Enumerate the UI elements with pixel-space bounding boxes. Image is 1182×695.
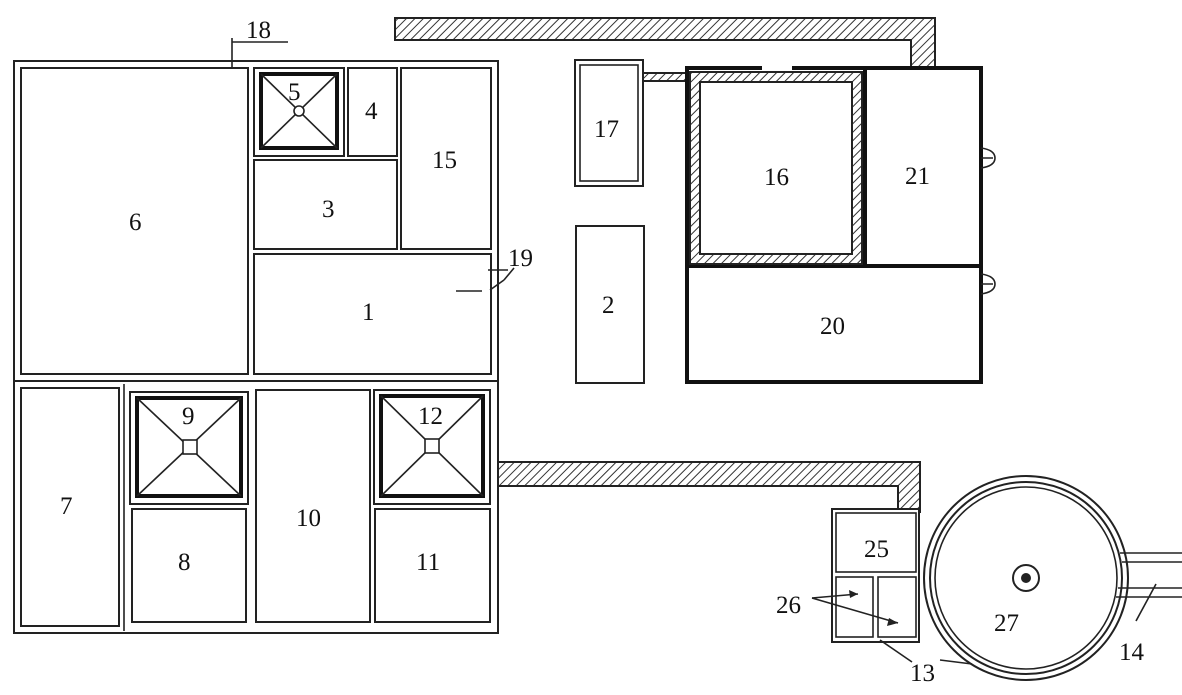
label-15: 15 bbox=[432, 147, 457, 174]
label-26: 26 bbox=[776, 592, 801, 619]
door-21 bbox=[980, 147, 996, 169]
label-2: 2 bbox=[602, 292, 615, 319]
label-11: 11 bbox=[416, 549, 440, 576]
label-16: 16 bbox=[764, 164, 789, 191]
unit-26-a bbox=[835, 576, 874, 638]
label-1: 1 bbox=[362, 299, 375, 326]
unit-16-hatched-wall bbox=[689, 71, 863, 265]
unit-26-b bbox=[877, 576, 917, 638]
unit-10 bbox=[255, 389, 371, 623]
label-3: 3 bbox=[322, 196, 335, 223]
unit-6 bbox=[20, 67, 249, 375]
pipe-17-connector bbox=[642, 72, 690, 82]
label-9: 9 bbox=[182, 403, 195, 430]
label-5: 5 bbox=[288, 79, 301, 106]
marker-14-line bbox=[1135, 583, 1157, 622]
building-16-20-21 bbox=[685, 62, 996, 384]
unit-27-clarifier bbox=[923, 475, 1182, 681]
label-14: 14 bbox=[1119, 639, 1145, 666]
label-25: 25 bbox=[864, 536, 889, 563]
label-21: 21 bbox=[905, 163, 930, 190]
label-27: 27 bbox=[994, 610, 1019, 637]
unit-2 bbox=[575, 225, 645, 384]
building-outer-wall bbox=[685, 66, 983, 384]
unit-1 bbox=[253, 253, 492, 375]
unit-15 bbox=[400, 67, 492, 250]
label-18: 18 bbox=[246, 17, 271, 44]
unit-8 bbox=[131, 508, 247, 623]
marker-19 bbox=[488, 267, 515, 291]
label-10: 10 bbox=[296, 505, 321, 532]
main-block bbox=[13, 60, 499, 634]
unit-11 bbox=[374, 508, 491, 623]
unit-7 bbox=[20, 387, 120, 627]
label-19: 19 bbox=[508, 245, 533, 272]
label-4: 4 bbox=[365, 98, 378, 125]
unit-9-tank bbox=[129, 391, 249, 505]
label-20: 20 bbox=[820, 313, 845, 340]
unit-5-tank bbox=[253, 67, 345, 157]
units-25-26 bbox=[811, 508, 920, 643]
label-8: 8 bbox=[178, 549, 191, 576]
unit-25 bbox=[835, 512, 917, 573]
marker-13-line-b bbox=[939, 659, 973, 665]
unit-4 bbox=[347, 67, 398, 157]
pipe-lower bbox=[497, 461, 921, 513]
unit-17 bbox=[574, 59, 644, 187]
marker-13-line-a bbox=[879, 639, 913, 663]
label-7: 7 bbox=[60, 493, 73, 520]
label-12: 12 bbox=[418, 403, 443, 430]
label-13: 13 bbox=[910, 660, 935, 687]
label-17: 17 bbox=[594, 116, 619, 143]
door-20 bbox=[980, 273, 996, 295]
unit-3 bbox=[253, 159, 398, 250]
marker-18 bbox=[231, 38, 288, 68]
unit-12-tank bbox=[373, 389, 491, 505]
label-6: 6 bbox=[129, 209, 142, 236]
